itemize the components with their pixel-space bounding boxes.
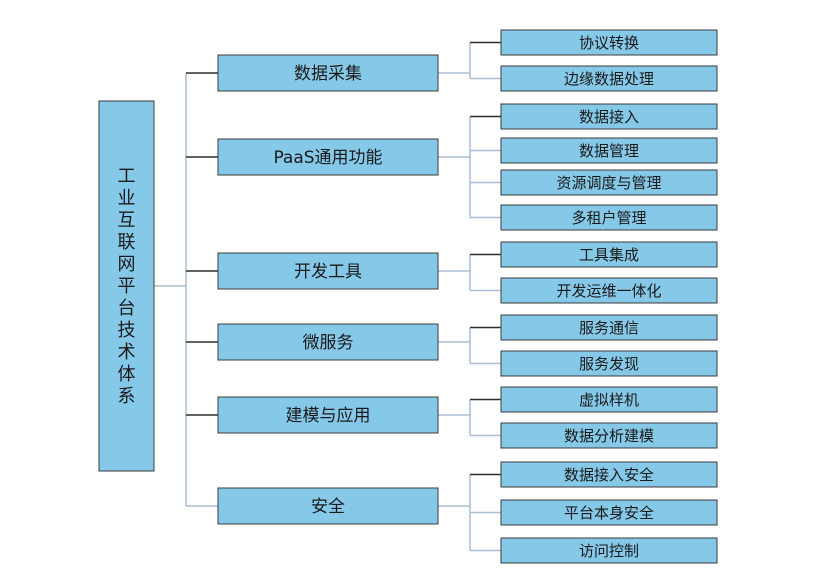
root-node: 工业互联网平台技术体系: [98, 100, 155, 472]
category-label: 开发工具: [294, 262, 362, 282]
category-node: 安全: [217, 487, 439, 525]
item-label: 开发运维一体化: [556, 282, 661, 300]
connector-lines: [154, 41, 501, 552]
item-node: 边缘数据处理: [500, 65, 718, 92]
item-node: 数据接入: [500, 103, 718, 130]
item-node: 开发运维一体化: [500, 277, 718, 304]
category-label: 数据采集: [294, 64, 362, 84]
item-label: 平台本身安全: [564, 504, 654, 522]
item-node: 服务通信: [500, 314, 718, 341]
item-label: 边缘数据处理: [564, 70, 654, 88]
category-node: 建模与应用: [217, 396, 439, 434]
category-node: PaaS通用功能: [217, 138, 439, 176]
item-node: 平台本身安全: [500, 499, 718, 526]
item-node: 访问控制: [500, 537, 718, 564]
item-label: 数据分析建模: [564, 427, 654, 445]
item-nodes: 协议转换边缘数据处理数据接入数据管理资源调度与管理多租户管理工具集成开发运维一体…: [500, 29, 718, 564]
item-label: 数据接入安全: [564, 466, 654, 484]
root-label: 工业互联网平台技术体系: [118, 166, 136, 407]
item-label: 服务发现: [579, 355, 639, 373]
item-label: 数据接入: [579, 108, 639, 126]
category-node: 数据采集: [217, 54, 439, 92]
category-label: 建模与应用: [286, 406, 371, 426]
category-label: 微服务: [303, 333, 354, 353]
item-label: 虚拟样机: [579, 391, 639, 409]
item-node: 虚拟样机: [500, 386, 718, 413]
item-node: 工具集成: [500, 241, 718, 268]
category-node: 开发工具: [217, 252, 439, 290]
item-label: 服务通信: [579, 319, 639, 337]
item-node: 服务发现: [500, 350, 718, 377]
item-label: 资源调度与管理: [556, 174, 661, 192]
item-node: 数据接入安全: [500, 461, 718, 488]
item-label: 访问控制: [579, 542, 639, 560]
item-label: 工具集成: [579, 246, 639, 264]
category-node: 微服务: [217, 323, 439, 361]
item-node: 协议转换: [500, 29, 718, 56]
category-label: PaaS通用功能: [273, 148, 382, 168]
category-label: 安全: [311, 497, 345, 517]
item-node: 资源调度与管理: [500, 169, 718, 196]
item-node: 数据分析建模: [500, 422, 718, 449]
item-node: 多租户管理: [500, 204, 718, 231]
item-label: 多租户管理: [571, 209, 646, 227]
item-label: 协议转换: [579, 34, 639, 52]
item-label: 数据管理: [579, 142, 639, 160]
item-node: 数据管理: [500, 137, 718, 164]
